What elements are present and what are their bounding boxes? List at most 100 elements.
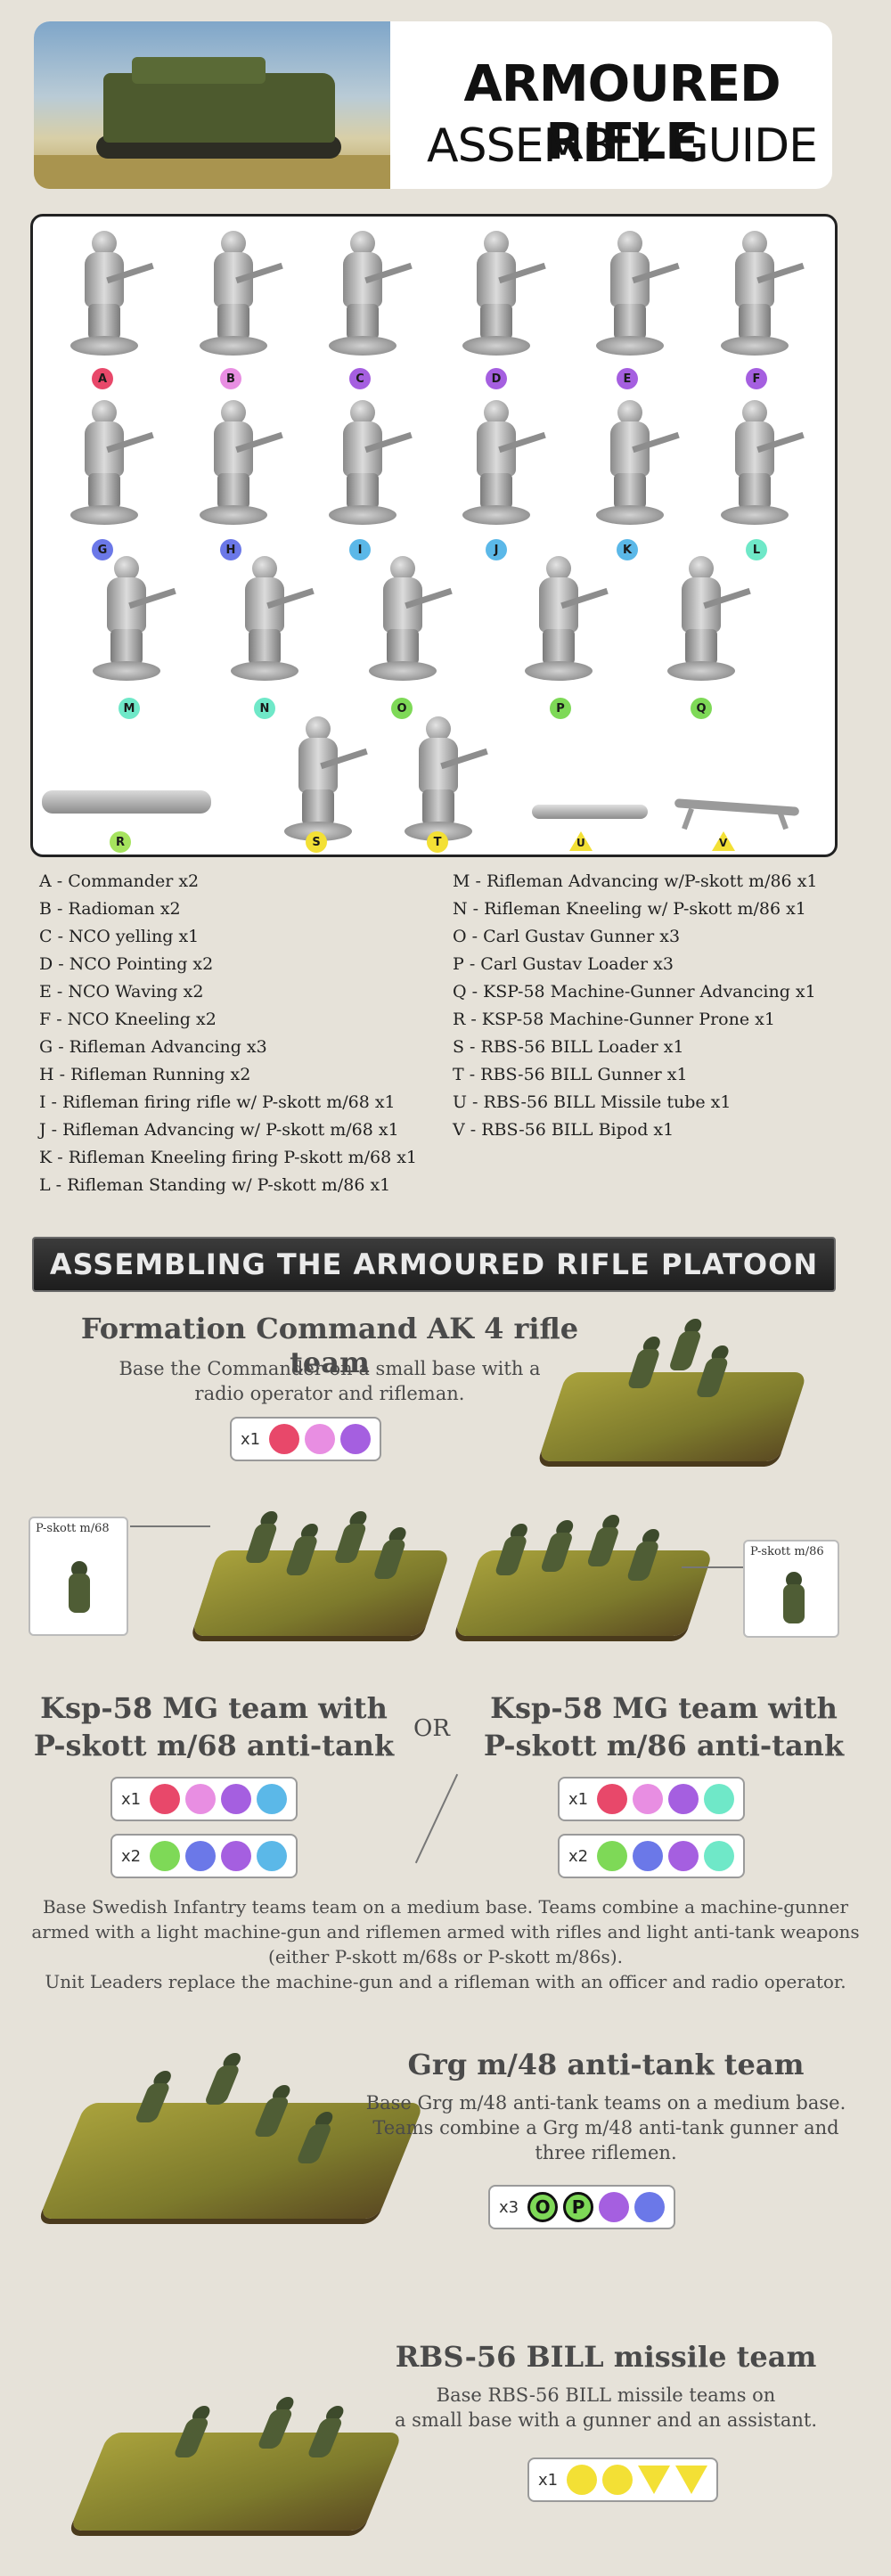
mg-left-row1-mult: x1 (121, 1789, 142, 1809)
vehicle-photo (34, 21, 390, 189)
chip-o: O (527, 2192, 559, 2222)
figure-f (710, 225, 805, 368)
chip (597, 1841, 628, 1871)
figure-p (514, 551, 609, 693)
figure-d (452, 225, 546, 368)
figure-r (33, 778, 211, 840)
inset-left-label: P-skott m/68 (36, 1522, 110, 1535)
grg-chips: x3 O P (488, 2185, 676, 2229)
legend-right-item: S - RBS-56 BILL Loader x1 (453, 1037, 684, 1057)
rbs-base-photo (69, 2397, 404, 2531)
figure-n (220, 551, 315, 693)
rbs-chips: x1 (527, 2457, 719, 2502)
badge-c: C (349, 368, 371, 389)
legend-left-item: K - Rifleman Kneeling firing P-skott m/6… (39, 1148, 418, 1167)
legend-right-item: M - Rifleman Advancing w/P-skott m/86 x1 (453, 871, 818, 891)
legend-left-item: A - Commander x2 (39, 871, 200, 891)
chip-commander (269, 1424, 300, 1454)
legend-right-item: P - Carl Gustav Loader x3 (453, 954, 674, 974)
mg-right-row1-mult: x1 (568, 1789, 589, 1809)
figure-i (318, 395, 413, 537)
badge-u: U (569, 831, 593, 851)
chip (185, 1784, 217, 1814)
legend-right-item: U - RBS-56 BILL Missile tube x1 (453, 1092, 732, 1112)
title-line-1: ARMOURED RIFLE (463, 55, 781, 171)
rbs-desc-1: Base RBS-56 BILL missile teams on (436, 2384, 776, 2406)
chip (150, 1784, 181, 1814)
figure-q (657, 551, 751, 693)
badge-f: F (746, 368, 767, 389)
mg-right-row2-chips: x2 (558, 1834, 746, 1878)
mg-desc-3: (either P-skott m/68s or P-skott m/86s). (268, 1946, 623, 1967)
legend-left-item: F - NCO Kneeling x2 (39, 1010, 217, 1029)
legend-left-item: L - Rifleman Standing w/ P-skott m/86 x1 (39, 1175, 391, 1195)
badge-t: T (427, 831, 448, 853)
arrow-right (682, 1566, 744, 1568)
arrow-left (130, 1525, 210, 1527)
legend-left-item: G - Rifleman Advancing x3 (39, 1037, 267, 1057)
chip (221, 1784, 252, 1814)
figure-l (710, 395, 805, 537)
chip (150, 1841, 181, 1871)
mg-desc-4: Unit Leaders replace the machine-gun and… (45, 1971, 846, 1992)
figure-b (189, 225, 283, 368)
rbs-desc-2: a small base with a gunner and an assist… (394, 2409, 818, 2431)
figure-c (318, 225, 413, 368)
badge-a: A (92, 368, 113, 389)
badge-r: R (110, 831, 131, 853)
legend-left-item: C - NCO yelling x1 (39, 927, 200, 946)
figure-h (189, 395, 283, 537)
chip-v-triangle (675, 2466, 708, 2494)
rbs-mult: x1 (538, 2470, 559, 2490)
chip-p: P (563, 2192, 594, 2222)
legend-left-item: D - NCO Pointing x2 (39, 954, 214, 974)
badge-o: O (391, 698, 413, 719)
inset-pskott-m86: P-skott m/86 (743, 1540, 839, 1638)
legend-left-item: E - NCO Waving x2 (39, 982, 204, 1002)
chip (257, 1841, 288, 1871)
chip (633, 1841, 664, 1871)
rbs-title: RBS-56 BILL missile team (395, 2340, 817, 2374)
badge-n: N (254, 698, 275, 719)
chip-u-triangle (638, 2466, 671, 2494)
figure-v (674, 796, 800, 831)
legend-right-item: R - KSP-58 Machine-Gunner Prone x1 (453, 1010, 775, 1029)
mg-left-title-1: Ksp-58 MG team with (40, 1691, 388, 1725)
mg-right-title-1: Ksp-58 MG team with (490, 1691, 838, 1725)
title-line-2: ASSEMBLY GUIDE (427, 119, 818, 173)
grg-desc-3: three riflemen. (535, 2142, 677, 2163)
formation-chips: x1 (230, 1417, 382, 1461)
formation-multiplier: x1 (241, 1429, 261, 1449)
legend-left-item: J - Rifleman Advancing w/ P-skott m/68 x… (39, 1120, 399, 1140)
badge-g: G (92, 539, 113, 560)
badge-v: V (712, 831, 735, 851)
formation-title: Formation Command AK 4 rifle team (80, 1312, 579, 1379)
grg-desc-2: Teams combine a Grg m/48 anti-tank gunne… (372, 2117, 839, 2138)
legend-right-item: T - RBS-56 BILL Gunner x1 (453, 1065, 688, 1084)
figure-j (452, 395, 546, 537)
badge-q: Q (691, 698, 712, 719)
chip (704, 1841, 735, 1871)
mg-m68-base-photo (191, 1511, 451, 1636)
grg-desc-1: Base Grg m/48 anti-tank teams on a mediu… (365, 2092, 846, 2114)
legend-left-item: I - Rifleman firing rifle w/ P-skott m/6… (39, 1092, 396, 1112)
divider-slash (414, 1773, 459, 1864)
legend-right-item: O - Carl Gustav Gunner x3 (453, 927, 681, 946)
figure-e (585, 225, 680, 368)
legend-right-item: N - Rifleman Kneeling w/ P-skott m/86 x1 (453, 899, 806, 919)
formation-desc-1: Base the Commander on a small base with … (119, 1358, 541, 1379)
mg-desc-2: armed with a light machine-gun and rifle… (31, 1921, 860, 1942)
formation-base-photo (537, 1319, 808, 1461)
badge-i: I (349, 539, 371, 560)
figure-g (60, 395, 154, 537)
badge-e: E (617, 368, 638, 389)
badge-h: H (220, 539, 241, 560)
badge-j: J (486, 539, 507, 560)
chip (668, 1784, 699, 1814)
legend-right-item: Q - KSP-58 Machine-Gunner Advancing x1 (453, 982, 816, 1002)
formation-desc-2: radio operator and rifleman. (194, 1383, 465, 1404)
chip-nco (340, 1424, 372, 1454)
inset-right-label: P-skott m/86 (750, 1545, 824, 1558)
mg-right-title-2: P-skott m/86 anti-tank (483, 1729, 845, 1762)
figure-m (82, 551, 176, 693)
